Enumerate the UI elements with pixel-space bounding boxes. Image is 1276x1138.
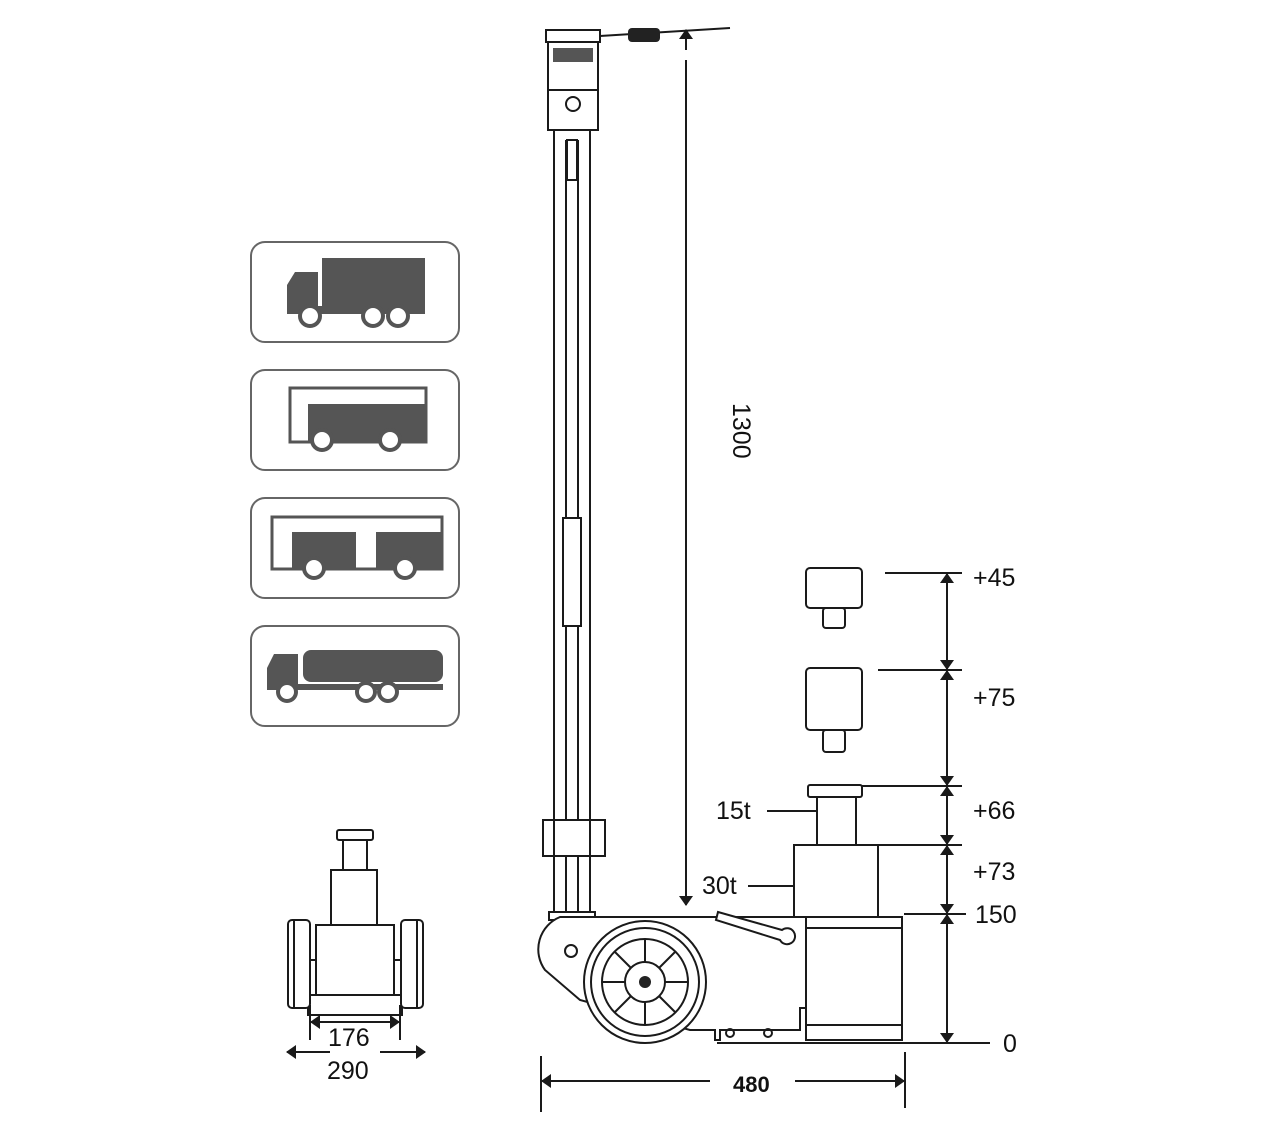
min-height-label: 150 <box>975 901 1017 929</box>
stage-1-label: +66 <box>973 797 1015 825</box>
wheel <box>583 920 707 1044</box>
tanker-truck-icon <box>250 625 460 727</box>
truck-icon <box>250 241 460 343</box>
jack-front-view <box>287 829 424 1016</box>
capacity-30t-label: 30t <box>702 872 737 900</box>
inner-width-label: 176 <box>328 1024 370 1052</box>
extension-45-label: +45 <box>973 564 1015 592</box>
articulated-bus-icon <box>250 497 460 599</box>
extension-saddle-75 <box>805 667 863 753</box>
stage-2-label: +73 <box>973 858 1015 886</box>
max-height-label: 1300 <box>727 403 755 459</box>
bus-icon <box>250 369 460 471</box>
base-label: 0 <box>1003 1030 1017 1058</box>
extension-saddle-45 <box>805 567 863 629</box>
outer-width-label: 290 <box>327 1057 369 1085</box>
length-label: 480 <box>733 1072 770 1097</box>
extension-75-label: +75 <box>973 684 1015 712</box>
jack-body <box>537 784 906 1044</box>
jack-handle <box>542 27 731 915</box>
capacity-15t-label: 15t <box>716 797 751 825</box>
